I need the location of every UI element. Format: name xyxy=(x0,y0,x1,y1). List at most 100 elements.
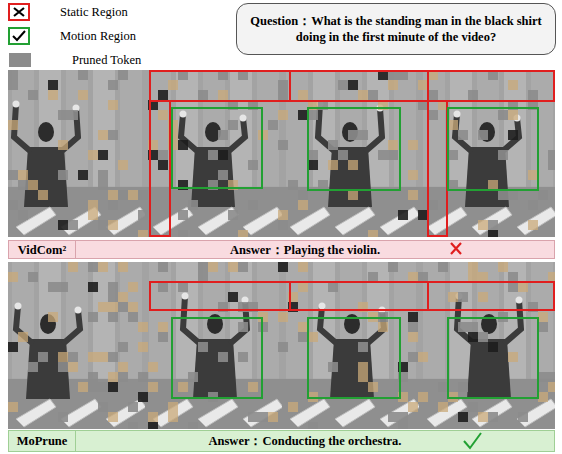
token-patch xyxy=(8,200,18,210)
legend-swatch xyxy=(9,53,31,67)
legend-label: Static Region xyxy=(60,4,128,20)
token-patch xyxy=(408,402,418,412)
token-patch xyxy=(108,190,118,200)
token-patch xyxy=(438,262,448,272)
token-patch xyxy=(528,170,538,180)
music-stand xyxy=(106,399,146,427)
token-patch xyxy=(418,210,428,220)
token-patch xyxy=(298,110,308,120)
token-patch xyxy=(48,312,58,322)
token-patch xyxy=(418,272,428,282)
token-patch xyxy=(108,100,118,110)
token-patch xyxy=(68,220,78,230)
token-patch xyxy=(508,190,518,200)
token-patch xyxy=(108,80,118,90)
token-patch xyxy=(528,200,538,210)
token-patch xyxy=(158,90,168,100)
music-stand xyxy=(243,207,283,235)
token-patch xyxy=(288,402,298,412)
token-patch xyxy=(458,292,468,302)
token-patch xyxy=(108,412,118,422)
token-patch xyxy=(478,272,488,282)
token-patch xyxy=(538,312,548,322)
token-patch xyxy=(88,352,98,362)
motion-region-box xyxy=(308,318,400,398)
token-patch xyxy=(388,262,398,272)
token-patch xyxy=(138,210,148,220)
token-patch xyxy=(358,130,368,140)
token-patch xyxy=(88,282,98,292)
token-patch xyxy=(408,312,418,322)
token-patch xyxy=(108,130,118,140)
token-patch xyxy=(508,80,518,90)
token-patch xyxy=(348,190,358,200)
token-patch xyxy=(248,160,258,170)
token-patch xyxy=(198,90,208,100)
token-patch xyxy=(168,80,178,90)
token-patch xyxy=(168,412,178,422)
token-patch xyxy=(308,160,318,170)
motion-region-box xyxy=(308,108,400,190)
token-patch xyxy=(308,110,318,120)
person-figure xyxy=(13,101,80,208)
token-patch xyxy=(118,70,128,80)
token-patch xyxy=(538,372,548,382)
token-patch xyxy=(548,150,555,160)
token-patch xyxy=(38,352,48,362)
token-patch xyxy=(378,150,388,160)
token-patch xyxy=(108,282,118,292)
token-patch xyxy=(498,150,508,160)
wall-panel xyxy=(149,262,171,379)
token-patch xyxy=(268,120,278,130)
video-frame xyxy=(8,70,146,237)
token-patch xyxy=(408,352,418,362)
token-patch xyxy=(448,150,458,160)
token-patch xyxy=(278,262,288,272)
music-stand xyxy=(517,207,555,235)
video-frame xyxy=(8,262,146,429)
token-patch xyxy=(418,392,428,402)
token-patch xyxy=(508,130,518,140)
token-patch xyxy=(128,282,138,292)
token-patch xyxy=(508,282,518,292)
token-patch xyxy=(408,170,418,180)
legend-entry: Static Region xyxy=(9,4,209,20)
token-patch xyxy=(278,140,288,150)
token-patch xyxy=(538,392,548,402)
legend-label: Motion Region xyxy=(60,28,136,44)
token-patch xyxy=(48,80,58,90)
music-stand xyxy=(290,207,330,235)
person-figure xyxy=(180,111,247,208)
video-frame xyxy=(419,262,555,429)
token-patch xyxy=(98,402,108,412)
token-patch xyxy=(298,190,308,200)
music-stand xyxy=(16,207,56,235)
token-patch xyxy=(8,272,18,282)
motion-region-box xyxy=(448,318,538,398)
person-figure xyxy=(319,303,386,400)
token-patch xyxy=(328,282,338,292)
token-patch xyxy=(238,352,248,362)
static-region-icon xyxy=(9,4,29,20)
token-patch xyxy=(98,302,108,312)
token-patch xyxy=(28,272,38,282)
token-patch xyxy=(68,110,78,120)
legend-entry: Pruned Token xyxy=(9,52,209,68)
answer-bar: VidCom²Answer：Playing the violin. xyxy=(8,240,555,259)
music-stand xyxy=(380,207,420,235)
token-patch xyxy=(328,140,338,150)
token-patch xyxy=(128,302,138,312)
token-patch xyxy=(318,180,328,190)
token-patch xyxy=(388,140,398,150)
token-patch xyxy=(418,80,428,90)
token-patch xyxy=(538,190,548,200)
person-figure xyxy=(15,303,82,400)
token-patch xyxy=(158,332,168,342)
token-patch xyxy=(398,412,408,422)
token-patch xyxy=(228,210,238,220)
token-patch xyxy=(188,200,198,210)
token-patch xyxy=(508,110,518,120)
token-patch xyxy=(498,262,508,272)
frame-background xyxy=(282,70,419,237)
token-patch xyxy=(398,210,408,220)
